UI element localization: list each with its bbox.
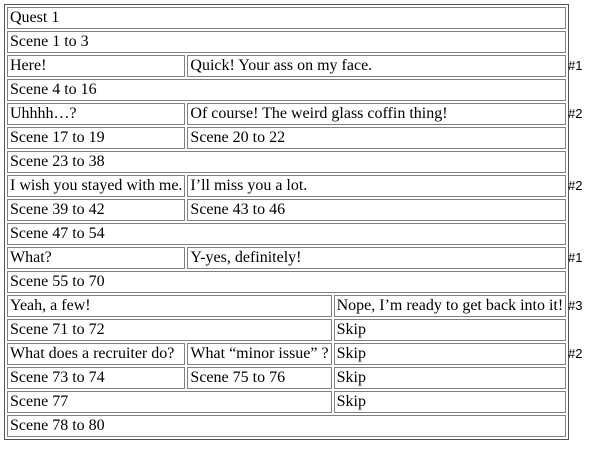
table-row: Scene 4 to 16 (7, 79, 567, 101)
row-annotation: #2 (568, 178, 583, 193)
skip-cell: Skip (333, 319, 567, 341)
table-row: Scene 39 to 42 Scene 43 to 46 (7, 199, 567, 221)
dialogue-option-cell: Y-yes, definitely! (187, 247, 567, 269)
table-row: Yeah, a few! Nope, I’m ready to get back… (7, 295, 567, 317)
dialogue-option-cell: I’ll miss you a lot. (187, 175, 567, 197)
scene-range-cell: Scene 73 to 74 (7, 367, 186, 389)
table-row: Scene 17 to 19 Scene 20 to 22 (7, 127, 567, 149)
scene-range-cell: Scene 78 to 80 (7, 415, 567, 437)
scene-range-cell: Scene 20 to 22 (187, 127, 567, 149)
dialogue-option-cell: Quick! Your ass on my face. (187, 55, 567, 77)
table-row: Scene 73 to 74 Scene 75 to 76 Skip (7, 367, 567, 389)
scene-range-cell: Scene 39 to 42 (7, 199, 186, 221)
dialogue-option-cell: What? (7, 247, 186, 269)
row-annotation: #2 (568, 346, 583, 361)
dialogue-option-cell: I wish you stayed with me. (7, 175, 186, 197)
scene-range-cell: Scene 4 to 16 (7, 79, 567, 101)
table-row: Scene 1 to 3 (7, 31, 567, 53)
row-annotation: #1 (568, 250, 583, 265)
skip-cell: Skip (333, 367, 567, 389)
dialogue-option-cell: Nope, I’m ready to get back into it! (333, 295, 567, 317)
table-row: What does a recruiter do? What “minor is… (7, 343, 567, 365)
dialogue-option-cell: Of course! The weird glass coffin thing! (187, 103, 567, 125)
scene-range-cell: Scene 23 to 38 (7, 151, 567, 173)
table-row: Scene 47 to 54 (7, 223, 567, 245)
dialogue-option-cell: Uhhhh…? (7, 103, 186, 125)
table-row: Quest 1 (7, 7, 567, 29)
scene-range-cell: Scene 1 to 3 (7, 31, 567, 53)
row-annotation: #1 (568, 58, 583, 73)
scene-range-cell: Scene 55 to 70 (7, 271, 567, 293)
scene-range-cell: Scene 43 to 46 (187, 199, 567, 221)
table-row: Scene 55 to 70 (7, 271, 567, 293)
table-row: Scene 77 Skip (7, 391, 567, 413)
dialogue-option-cell: What “minor issue” ? (187, 343, 332, 365)
quest-scene-table: Quest 1 Scene 1 to 3 Here! Quick! Your a… (4, 4, 570, 440)
scene-range-cell: Scene 77 (7, 391, 332, 413)
scene-range-cell: Scene 47 to 54 (7, 223, 567, 245)
table-row: Uhhhh…? Of course! The weird glass coffi… (7, 103, 567, 125)
scene-range-cell: Scene 75 to 76 (187, 367, 332, 389)
quest-title-cell: Quest 1 (7, 7, 567, 29)
table-row: Scene 71 to 72 Skip (7, 319, 567, 341)
table-row: Scene 78 to 80 (7, 415, 567, 437)
row-annotation: #2 (568, 106, 583, 121)
scene-range-cell: Scene 17 to 19 (7, 127, 186, 149)
scene-range-cell: Scene 71 to 72 (7, 319, 332, 341)
skip-cell: Skip (333, 343, 567, 365)
row-annotation: #3 (568, 298, 583, 313)
dialogue-option-cell: Yeah, a few! (7, 295, 332, 317)
table-row: I wish you stayed with me. I’ll miss you… (7, 175, 567, 197)
skip-cell: Skip (333, 391, 567, 413)
dialogue-option-cell: What does a recruiter do? (7, 343, 186, 365)
table-row: Scene 23 to 38 (7, 151, 567, 173)
table-row: What? Y-yes, definitely! (7, 247, 567, 269)
table-row: Here! Quick! Your ass on my face. (7, 55, 567, 77)
dialogue-option-cell: Here! (7, 55, 186, 77)
